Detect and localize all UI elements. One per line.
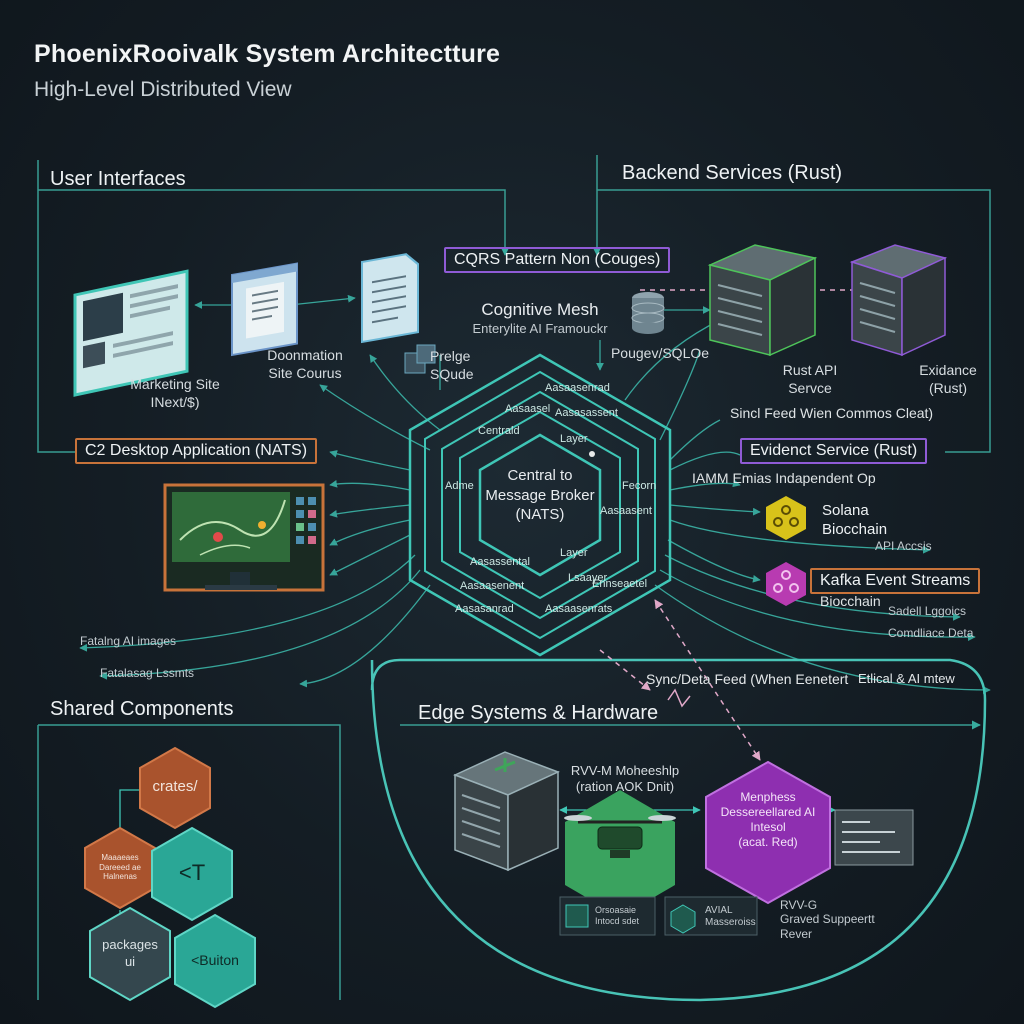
cognitive-mesh-title: Cognitive Mesh: [481, 300, 599, 319]
c2-desktop-monitor-icon: [163, 483, 325, 592]
packages-ui-label[interactable]: packages ui: [102, 937, 158, 969]
document-page-icon: [361, 253, 419, 344]
section-shared: Shared Components: [50, 698, 234, 720]
ring-label: Aasaasel: [505, 403, 551, 415]
ring-label: Aasassental: [470, 556, 530, 568]
ring-label: Aasaasenrats: [545, 603, 613, 615]
page-subtitle: High-Level Distributed View: [34, 78, 292, 101]
documentation-site-label[interactable]: Doonmation Site Courus: [267, 347, 343, 381]
evident-service-box[interactable]: Evidenct Service (Rust): [740, 438, 928, 464]
crates-label[interactable]: crates/: [152, 778, 198, 795]
drone-hex-icon: [564, 790, 676, 917]
evidance-label[interactable]: Exidance (Rust): [919, 362, 977, 396]
kafka-event-streams-box[interactable]: Kafka Event Streams: [810, 568, 981, 594]
edge-arc: [370, 658, 987, 1002]
iamm-label: IAMM Emias Indapendent Op: [692, 470, 876, 486]
marketing-site-icon: [73, 269, 189, 397]
api-access-label: API Accsis: [875, 539, 932, 553]
evidence-server-icon: [849, 244, 948, 357]
postgres-label[interactable]: Pougev/SQLOe: [610, 345, 710, 361]
shared-hexagons: [84, 746, 256, 1009]
ring-label: Aasaasenent: [460, 580, 525, 592]
rvv-g-label[interactable]: RVV-G Graved Suppeertt Rever: [780, 898, 875, 941]
solana-blockchain-icon: [766, 496, 806, 540]
section-user-interfaces: User Interfaces: [50, 168, 186, 190]
sync-feed-label: Sincl Feed Wien Commos Cleat): [730, 405, 934, 421]
cube-icon: [404, 344, 436, 374]
ring-label: Lsaayer: [568, 572, 608, 584]
database-icon: [631, 292, 665, 334]
sync-data-feed-label: Sync/Deta Feed (When Eenetert: [646, 671, 849, 687]
menphess-label[interactable]: Menphess Dessereellared AI Intesol (acat…: [720, 790, 816, 849]
solana-label[interactable]: Solana Biocchain: [822, 502, 888, 538]
lt-t-label[interactable]: <T: [178, 860, 206, 885]
left-note-2: Fatalasag Lssmts: [100, 666, 195, 680]
sadel-label: Sadell Lggoics: [888, 604, 967, 618]
cqrs-pattern-box[interactable]: CQRS Pattern Non (Couges): [444, 247, 671, 273]
ring-label: Centrald: [478, 425, 520, 437]
edge-sub-1-label: Orsoasaie Intocd sdet: [595, 905, 640, 926]
edge-sub-2-label: AVIAL Masseroiss: [705, 905, 756, 928]
ring-label: Fecorn: [622, 480, 657, 492]
ring-label: Ennseaetel: [592, 578, 648, 590]
ring-label: Adme: [445, 480, 474, 492]
rvv-m-label[interactable]: RVV-M Moheeshlp (ration AOK Dnit): [570, 763, 680, 795]
right-links: [596, 306, 991, 694]
page-title: PhoenixRooivalk System Architectture: [34, 40, 501, 68]
documentation-window-icon: [231, 262, 298, 357]
ring-label: Layer: [560, 433, 588, 445]
left-note-1: Fatalng AI images: [80, 634, 177, 648]
c2-desktop-app[interactable]: C2 Desktop Application (NATS): [75, 438, 318, 464]
button-label[interactable]: <Buiton: [191, 952, 239, 968]
small-hex-label: Maaaeaes Dareeed ae Halnenas: [99, 853, 141, 882]
kafka-sub-label: Biocchain: [820, 593, 881, 609]
marketing-site-label[interactable]: Marketing Site INext/$): [130, 376, 220, 410]
prelge-label: Prelge SQude: [430, 348, 474, 382]
section-backend: Backend Services (Rust): [622, 162, 843, 184]
rust-api-label[interactable]: Rust API Servce: [782, 362, 838, 396]
section-edge: Edge Systems & Hardware: [418, 702, 659, 724]
rust-api-server-icon: [707, 244, 818, 357]
ring-label: Aasasanrad: [455, 603, 514, 615]
central-hexagon: [408, 353, 672, 657]
left-links: [79, 294, 441, 688]
compliance-label: Comdliace Deta: [888, 626, 974, 640]
ring-label: Aasaasenrad: [545, 382, 610, 394]
ethical-ai-label: Etlical & AI mtew: [858, 671, 955, 686]
ring-label: Aasasassent: [555, 407, 618, 419]
edge-server-icon: [453, 751, 560, 872]
cognitive-mesh-subtitle: Enterylite AI Framouckr: [472, 321, 608, 336]
terminal-panel-icon: [834, 809, 914, 866]
ring-label: Layer: [560, 547, 588, 559]
kafka-icon: [766, 562, 806, 606]
ring-label: Aasaasent: [600, 505, 652, 517]
edge-subunit-icons: [559, 896, 758, 936]
central-message-broker[interactable]: Central to Message Broker (NATS): [485, 467, 595, 523]
menphess-hex-icon: [705, 760, 831, 905]
